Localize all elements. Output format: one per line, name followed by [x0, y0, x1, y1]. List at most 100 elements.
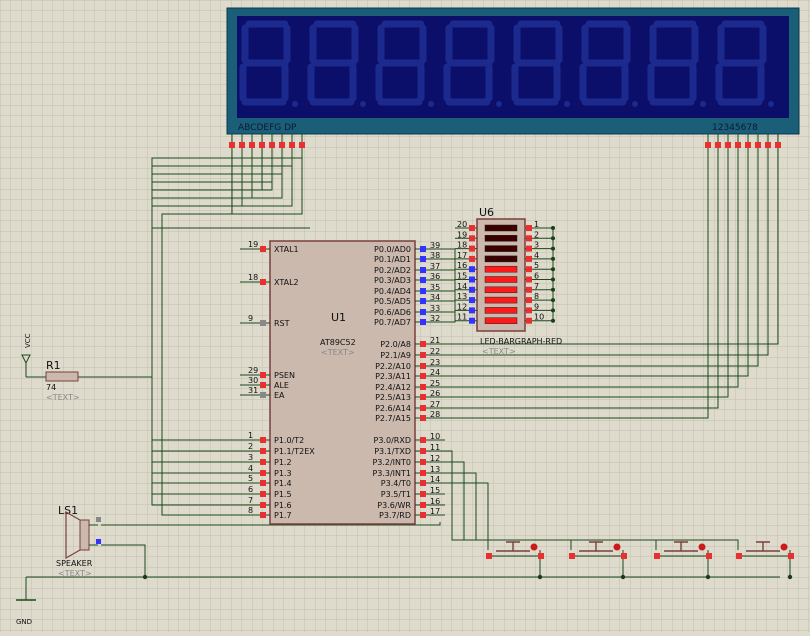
lcd-pin [775, 142, 781, 148]
u1-pin-marker [260, 448, 266, 454]
bargraph-led [484, 235, 518, 242]
junction-dot [142, 574, 148, 580]
u1-pin-num: 5 [248, 474, 253, 483]
u1-pin-marker [420, 288, 426, 294]
u1-pin-num: 32 [430, 314, 440, 323]
u1-pin-num: 9 [248, 314, 253, 323]
u1-pin-name: XTAL1 [274, 245, 299, 254]
wires [26, 148, 793, 580]
digit-5 [511, 20, 563, 106]
digit-dp-1 [292, 101, 298, 107]
push-button-2 [579, 541, 613, 552]
display-pins [229, 134, 781, 148]
u1-pin-marker [420, 491, 426, 497]
digit-6 [579, 20, 631, 106]
u1-pin-num: 8 [248, 506, 253, 515]
bargraph-led [484, 245, 518, 252]
ls1-part: SPEAKER [56, 559, 93, 568]
u1-pin-marker [260, 480, 266, 486]
u1-pin-num: 15 [430, 486, 440, 495]
u1-pin-num: 3 [248, 453, 253, 462]
u1-pin-num: 26 [430, 389, 440, 398]
lcd-pin [735, 142, 741, 148]
u6-pin-marker [469, 297, 475, 304]
u6-pin-marker [469, 225, 475, 231]
u1-pin-name: P2.6/A14 [375, 404, 411, 413]
u6-pin-marker [469, 245, 475, 252]
u1-ref: U1 [331, 311, 346, 324]
u1-pin-name: PSEN [274, 371, 295, 380]
lcd-pin [725, 142, 731, 148]
u1-pin-marker [420, 480, 426, 486]
button-pin [736, 553, 742, 559]
u6-pin-marker [526, 286, 532, 293]
u1-pin-name: P0.3/AD3 [374, 276, 411, 285]
bargraph-led [484, 255, 518, 263]
lcd-pin [745, 142, 751, 148]
junction-dot [787, 574, 793, 580]
push-button-4 [746, 541, 780, 552]
u1-pin-num: 25 [430, 379, 440, 388]
u6-pin-marker [469, 317, 475, 324]
u1-pin-name: P3.0/RXD [374, 436, 411, 445]
u6-pin-num: 16 [457, 261, 467, 270]
lcd-pin [299, 142, 305, 148]
u6-pin-marker [526, 235, 532, 242]
u1-microcontroller[interactable]: U1 AT89C52 <TEXT> 19XTAL118XTAL29RST29PS… [240, 240, 445, 525]
u6-pin-num: 9 [534, 302, 539, 311]
u1-pin-marker [260, 246, 266, 252]
seven-segment-display[interactable]: ABCDEFG DP 12345678 [226, 7, 800, 135]
u1-pin-num: 19 [248, 240, 258, 249]
u1-pin-num: 38 [430, 251, 440, 260]
r1-ref: R1 [46, 359, 61, 372]
u6-pin-marker [526, 307, 532, 314]
u1-pin-marker [260, 382, 266, 388]
u1-pin-num: 13 [430, 465, 440, 474]
u6-pin-marker [526, 276, 532, 283]
u6-pin-num: 19 [457, 230, 467, 239]
u6-pin-marker [526, 225, 532, 231]
u6-pin-num: 3 [534, 241, 539, 250]
u6-pin-marker [469, 276, 475, 283]
button-pin [654, 553, 660, 559]
u1-pin-marker [420, 470, 426, 476]
digit-3 [375, 20, 427, 106]
u1-pin-marker [260, 512, 266, 518]
button-pin [569, 553, 575, 559]
u1-pin-marker [420, 277, 426, 283]
u1-pin-num: 21 [430, 336, 440, 345]
lcd-pin [755, 142, 761, 148]
u1-pin-num: 17 [430, 507, 440, 516]
u1-pin-num: 30 [248, 376, 258, 385]
vcc-terminal[interactable]: VCC [21, 333, 32, 377]
gnd-terminal[interactable]: GND [16, 577, 36, 626]
display-digits [239, 20, 774, 107]
u6-pin-marker [469, 266, 475, 273]
u1-pin-name: P0.1/AD1 [374, 255, 411, 264]
u6-pin-marker [469, 286, 475, 293]
u1-pin-name: P1.5 [274, 490, 292, 499]
r1-resistor[interactable]: R1 74 <TEXT> [45, 359, 80, 402]
u1-pin-num: 2 [248, 442, 253, 451]
ls1-speaker[interactable]: LS1 SPEAKER <TEXT> [56, 504, 101, 578]
button-pin [621, 553, 627, 559]
u1-pin-name: P3.1/TXD [374, 447, 411, 456]
button-pin [706, 553, 712, 559]
ls1-text: <TEXT> [58, 569, 92, 578]
button-pin [788, 553, 794, 559]
u1-left-pins: 19XTAL118XTAL29RST29PSEN30ALE31EA1P1.0/T… [240, 240, 315, 520]
button-pin [486, 553, 492, 559]
u6-pin-marker [526, 317, 532, 324]
digit-7 [647, 20, 699, 106]
push-buttons[interactable] [486, 541, 794, 559]
lcd-pin [765, 142, 771, 148]
lcd-pin [259, 142, 265, 148]
bargraph-led [484, 265, 518, 273]
u1-pin-marker [420, 352, 426, 358]
digit-2 [307, 20, 359, 106]
junction-dot [705, 574, 711, 580]
u1-pin-marker [420, 341, 426, 347]
